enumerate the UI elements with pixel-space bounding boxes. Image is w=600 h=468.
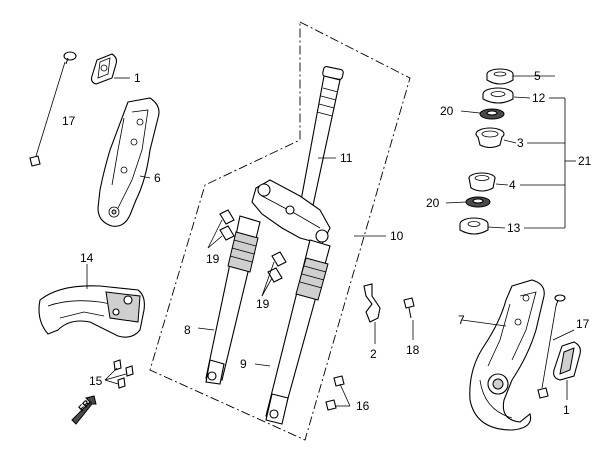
callout-18: 18 — [406, 343, 420, 357]
fork-assembly-outline — [149, 21, 411, 441]
callout-15: 15 — [89, 374, 103, 388]
left-screw-top — [63, 51, 77, 65]
screws-15 — [104, 359, 134, 389]
cone-race-13 — [459, 217, 489, 235]
right-screw-bottom — [537, 387, 549, 399]
fork-bridge — [251, 179, 331, 245]
callout-16: 16 — [356, 399, 370, 413]
lock-nut-5 — [486, 68, 514, 85]
callout-17-right: 17 — [576, 317, 590, 331]
callout-6: 6 — [154, 171, 161, 185]
right-fork-leg-9 — [265, 239, 331, 425]
callout-5: 5 — [534, 69, 541, 83]
left-screw-bottom — [29, 155, 41, 167]
callout-4: 4 — [509, 178, 516, 192]
right-cover-clip — [553, 341, 581, 381]
callout-21: 21 — [578, 154, 592, 168]
callout-19-lower: 19 — [256, 297, 270, 311]
callout-2: 2 — [370, 347, 377, 361]
bolt-18 — [403, 297, 415, 319]
callout-17-left: 17 — [62, 114, 76, 128]
adjusting-nut-12 — [482, 87, 514, 104]
callout-14: 14 — [80, 251, 94, 265]
bearing-20-upper — [479, 108, 505, 120]
screws-16 — [325, 375, 351, 411]
left-fork-cover — [97, 97, 160, 227]
bolts-19-upper — [207, 209, 235, 249]
callout-19-upper: 19 — [206, 252, 220, 266]
steering-stem-11 — [299, 66, 344, 211]
callout-11: 11 — [340, 151, 353, 165]
left-cover-clip — [90, 53, 118, 85]
callout-7: 7 — [458, 313, 465, 327]
callout-13: 13 — [507, 221, 521, 235]
callout-20-lower: 20 — [426, 196, 440, 210]
callout-1-bottom: 1 — [563, 403, 570, 417]
callout-3: 3 — [517, 136, 524, 150]
callout-20-upper: 20 — [440, 104, 454, 118]
callout-10: 10 — [390, 229, 404, 243]
bolts-19-lower — [261, 251, 287, 297]
under-cover-14 — [38, 285, 145, 338]
right-screw-top — [554, 294, 566, 307]
bracket-2 — [363, 283, 381, 323]
callout-1-top: 1 — [134, 71, 141, 85]
callout-8: 8 — [184, 323, 191, 337]
left-fork-leg-8 — [205, 215, 261, 385]
callout-12: 12 — [532, 91, 546, 105]
right-fork-cover — [469, 279, 545, 431]
front-direction-arrow — [71, 395, 97, 425]
bearing-20-lower — [465, 196, 491, 208]
race-4 — [468, 172, 496, 192]
callout-9: 9 — [240, 357, 247, 371]
race-3 — [475, 127, 505, 149]
